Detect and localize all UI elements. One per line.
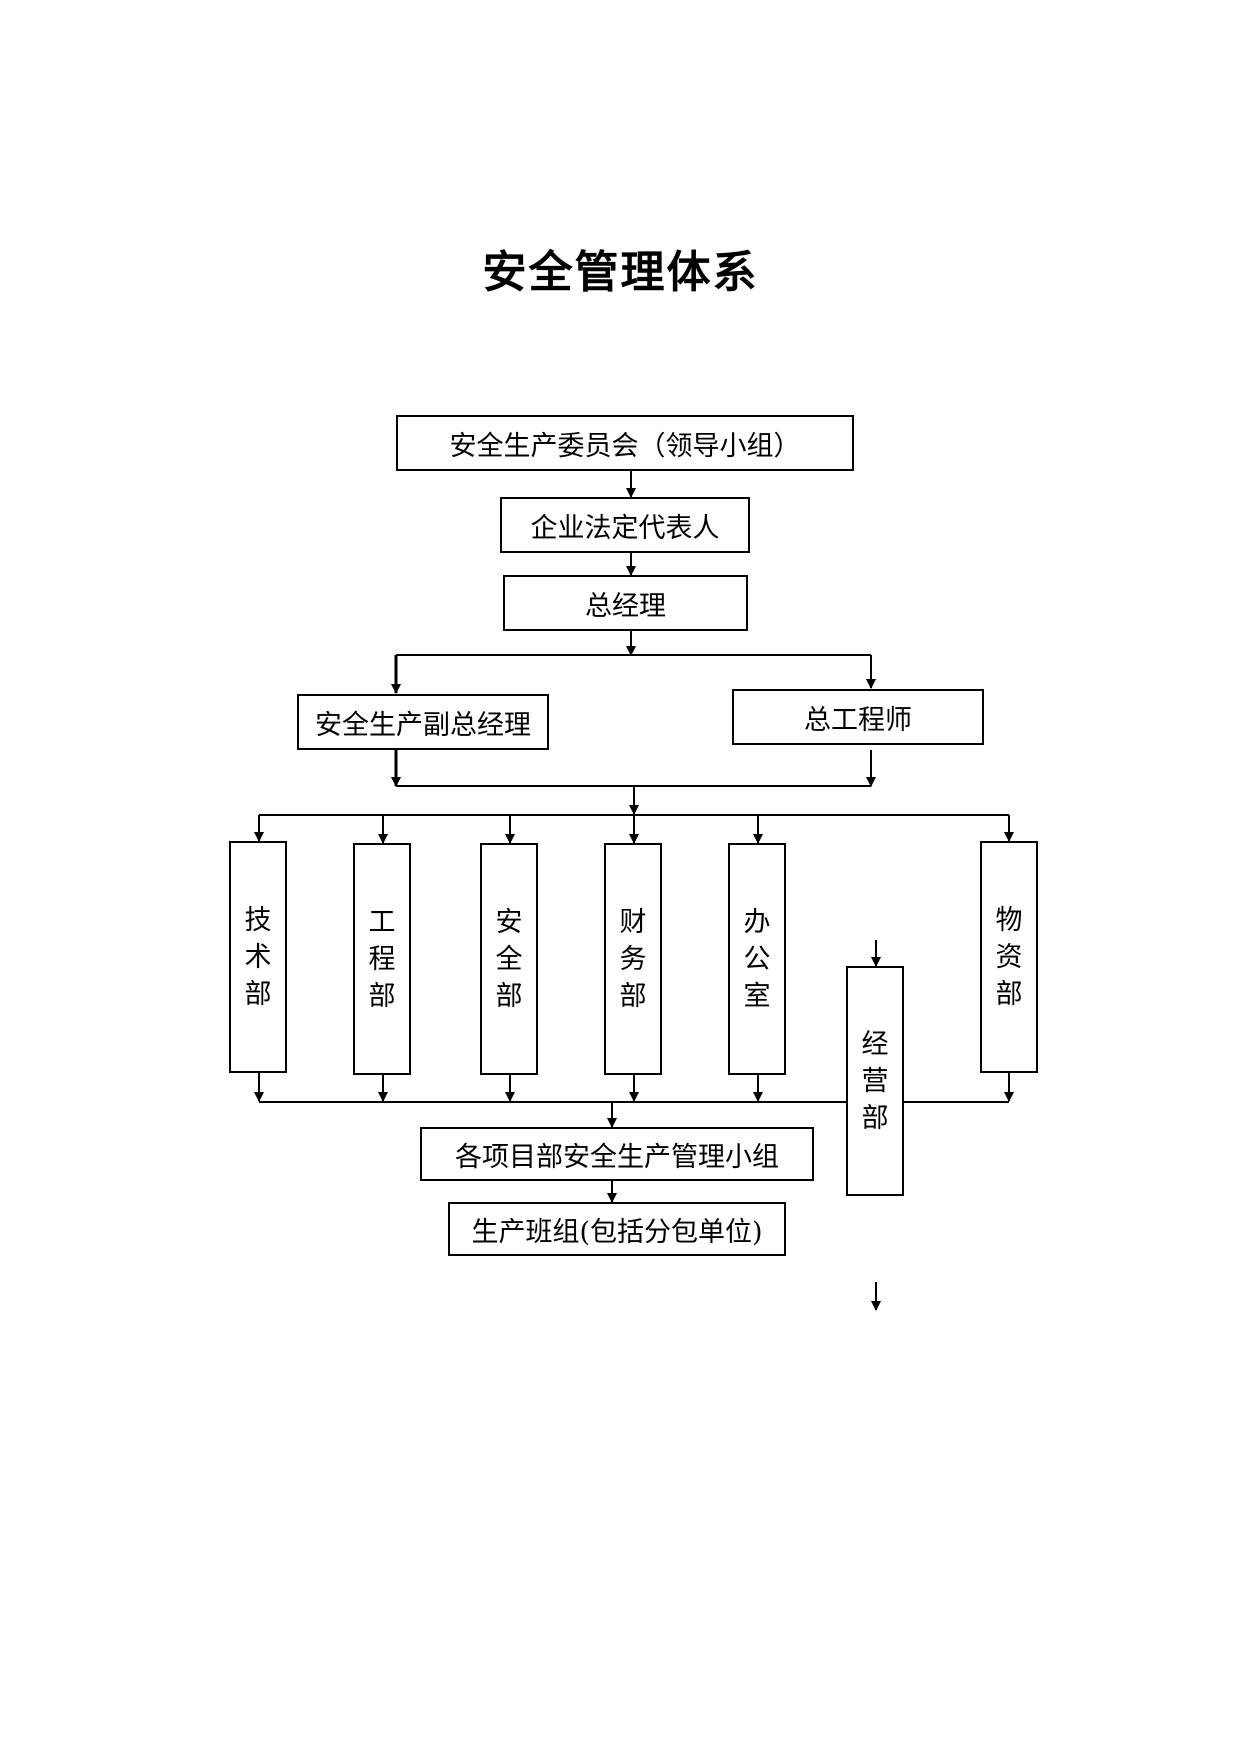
finance-dept-label: 财务部	[619, 906, 647, 1012]
committee-box: 安全生产委员会（领导小组）	[396, 415, 854, 471]
business-dept-box: 经营部	[846, 966, 904, 1196]
chief-engineer-box: 总工程师	[732, 689, 984, 745]
safety-dept-label: 安全部	[495, 906, 523, 1012]
engineering-dept-label: 工程部	[368, 906, 396, 1012]
office-label: 办公室	[743, 906, 771, 1012]
safety-vice-gm-box: 安全生产副总经理	[297, 694, 549, 750]
legal-representative-box: 企业法定代表人	[500, 497, 750, 553]
tech-dept-label: 技术部	[244, 904, 272, 1010]
materials-dept-box: 物资部	[980, 841, 1038, 1073]
engineering-dept-box: 工程部	[353, 843, 411, 1075]
materials-dept-label: 物资部	[995, 904, 1023, 1010]
safety-dept-box: 安全部	[480, 843, 538, 1075]
page-title: 安全管理体系	[482, 247, 759, 298]
production-teams-box: 生产班组(包括分包单位)	[448, 1202, 786, 1256]
general-manager-box: 总经理	[503, 575, 748, 631]
project-safety-groups-box: 各项目部安全生产管理小组	[420, 1127, 814, 1181]
office-box: 办公室	[728, 843, 786, 1075]
business-dept-label: 经营部	[861, 1028, 889, 1134]
tech-dept-box: 技术部	[229, 841, 287, 1073]
finance-dept-box: 财务部	[604, 843, 662, 1075]
